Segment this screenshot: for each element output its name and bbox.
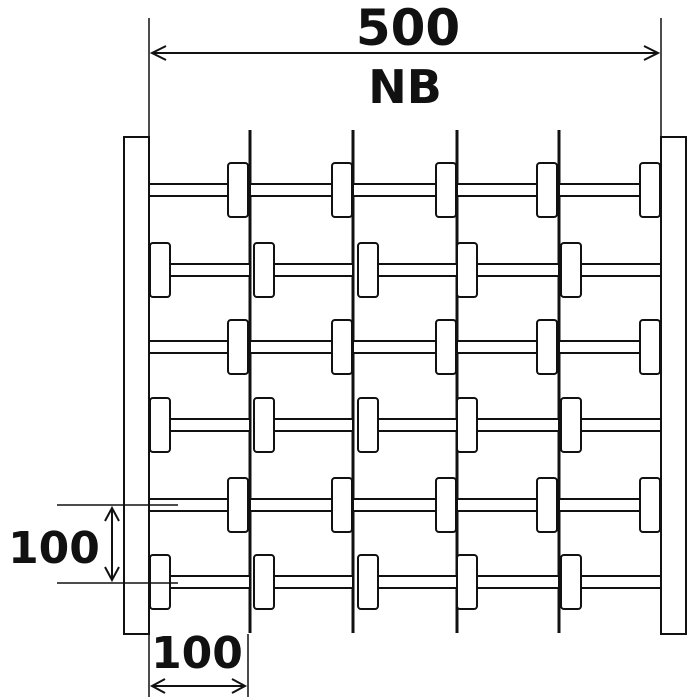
roller-end-cap bbox=[560, 242, 582, 298]
roller-end-cap bbox=[149, 554, 171, 610]
roller-shaft bbox=[558, 498, 641, 512]
roller-shaft bbox=[352, 498, 437, 512]
roller-end-cap bbox=[331, 162, 353, 218]
width-sub-label: NB bbox=[368, 60, 442, 114]
roller-end-cap bbox=[253, 397, 275, 453]
roller-end-cap bbox=[536, 319, 558, 375]
width-value-label: 500 bbox=[356, 0, 460, 57]
roller-shaft bbox=[476, 575, 560, 589]
bottom-arrow-right bbox=[231, 678, 248, 694]
roller-end-cap bbox=[331, 319, 353, 375]
roller-shaft bbox=[580, 263, 662, 277]
roller-shaft bbox=[456, 498, 538, 512]
roller-end-cap bbox=[435, 319, 457, 375]
roller-end-cap bbox=[560, 397, 582, 453]
roller-shaft bbox=[377, 418, 458, 432]
roller-shaft bbox=[476, 418, 560, 432]
roller-end-cap bbox=[149, 242, 171, 298]
roller-end-cap bbox=[456, 397, 478, 453]
roller-end-cap bbox=[639, 319, 661, 375]
roller-shaft bbox=[273, 575, 354, 589]
roller-shaft bbox=[377, 263, 458, 277]
roller-shaft bbox=[352, 340, 437, 354]
roller-end-cap bbox=[639, 162, 661, 218]
roller-shaft bbox=[169, 418, 251, 432]
pitch-vertical-label: 100 bbox=[8, 523, 100, 574]
roller-shaft bbox=[558, 183, 641, 197]
roller-end-cap bbox=[227, 319, 249, 375]
roller-shaft bbox=[456, 183, 538, 197]
roller-shaft bbox=[352, 183, 437, 197]
roller-end-cap bbox=[357, 554, 379, 610]
roller-shaft bbox=[580, 418, 662, 432]
roller-end-cap bbox=[435, 477, 457, 533]
top-arrow-left bbox=[149, 45, 167, 61]
pitch-arrow-up bbox=[104, 505, 120, 522]
roller-end-cap bbox=[639, 477, 661, 533]
roller-shaft bbox=[377, 575, 458, 589]
roller-end-cap bbox=[456, 242, 478, 298]
roller-shaft bbox=[148, 183, 229, 197]
roller-shaft bbox=[249, 340, 333, 354]
roller-end-cap bbox=[227, 162, 249, 218]
roller-shaft bbox=[273, 418, 354, 432]
roller-shaft bbox=[169, 263, 251, 277]
roller-end-cap bbox=[560, 554, 582, 610]
roller-end-cap bbox=[149, 397, 171, 453]
right-side-frame bbox=[660, 136, 687, 635]
roller-end-cap bbox=[536, 477, 558, 533]
roller-end-cap bbox=[357, 397, 379, 453]
pitch-arrow-down bbox=[104, 566, 120, 583]
roller-shaft bbox=[148, 340, 229, 354]
roller-shaft bbox=[273, 263, 354, 277]
roller-shaft bbox=[169, 575, 251, 589]
roller-shaft bbox=[249, 183, 333, 197]
roller-end-cap bbox=[227, 477, 249, 533]
left-side-frame bbox=[123, 136, 150, 635]
roller-shaft bbox=[476, 263, 560, 277]
roller-end-cap bbox=[331, 477, 353, 533]
roller-end-cap bbox=[435, 162, 457, 218]
roller-end-cap bbox=[536, 162, 558, 218]
roller-shaft bbox=[580, 575, 662, 589]
roller-shaft bbox=[558, 340, 641, 354]
roller-shaft bbox=[249, 498, 333, 512]
roller-end-cap bbox=[456, 554, 478, 610]
roller-shaft bbox=[456, 340, 538, 354]
roller-end-cap bbox=[357, 242, 379, 298]
roller-end-cap bbox=[253, 554, 275, 610]
roller-end-cap bbox=[253, 242, 275, 298]
bottom-arrow-left bbox=[149, 678, 166, 694]
top-arrow-right bbox=[643, 45, 661, 61]
pitch-horizontal-label: 100 bbox=[151, 628, 243, 679]
roller-rows bbox=[148, 162, 662, 610]
